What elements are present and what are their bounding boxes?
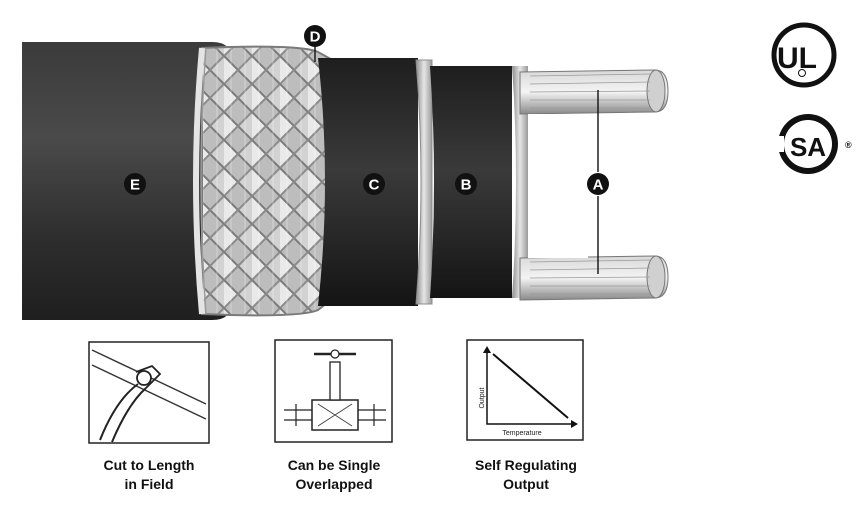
pipe-cutter-icon [88, 341, 210, 444]
bus-wire-top [519, 69, 669, 115]
svg-text:®: ® [845, 140, 852, 150]
output-temperature-graph-icon: Output Temperature [466, 339, 584, 441]
feature-caption-self-regulating: Self Regulating Output [475, 457, 577, 492]
marker-b: B [455, 173, 477, 195]
feature-caption-single-overlapped: Can be Single Overlapped [287, 457, 381, 492]
csa-certification-logo: SA ® [776, 114, 852, 174]
svg-text:C: C [369, 177, 380, 194]
marker-c: C [363, 173, 385, 195]
svg-text:SA: SA [790, 132, 826, 162]
marker-a: A [587, 173, 609, 195]
svg-text:E: E [130, 177, 140, 194]
feature-caption-cut-to-length: Cut to Length in Field [103, 457, 195, 492]
svg-text:B: B [461, 177, 472, 194]
valve-pipe-icon [274, 339, 393, 443]
graph-xlabel: Temperature [502, 430, 541, 437]
metal-braid [193, 45, 337, 317]
marker-d: D [304, 25, 326, 47]
svg-text:UL: UL [777, 42, 817, 75]
bus-wire-bottom [519, 255, 669, 301]
graph-ylabel: Output [479, 387, 486, 408]
ul-certification-logo: UL [771, 22, 837, 88]
core-gap [528, 114, 588, 258]
svg-text:D: D [310, 29, 321, 46]
marker-e: E [124, 173, 146, 195]
svg-text:A: A [593, 177, 604, 194]
